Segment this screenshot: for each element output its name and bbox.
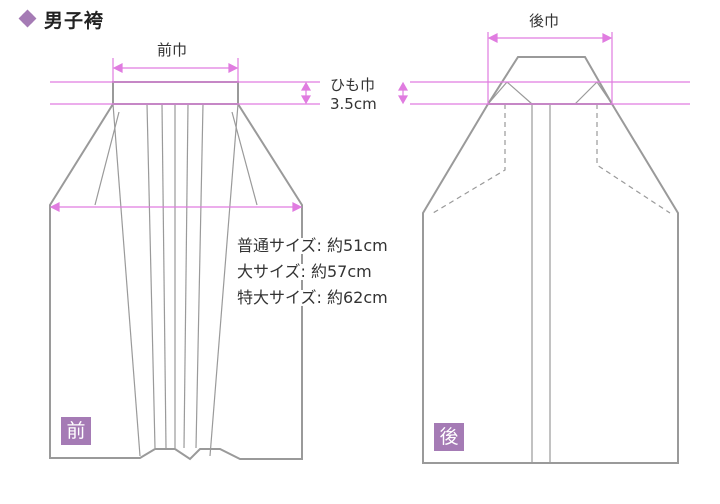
page-title: 男子袴 — [44, 9, 105, 32]
size-normal: 普通サイズ: 約51cm — [237, 236, 388, 255]
front-waistband — [112, 81, 239, 105]
size-extra-large: 特大サイズ: 約62cm — [237, 288, 388, 307]
back-inner-lines — [487, 81, 613, 463]
back-dashed-lines — [432, 104, 671, 214]
back-koshi-ita — [486, 56, 614, 105]
dimension-lines — [49, 32, 690, 212]
diamond-bullet-icon — [18, 9, 37, 28]
himo-width-label: ひも巾 — [330, 76, 376, 94]
back-hakama — [422, 56, 679, 464]
himo-width-value: 3.5cm — [330, 95, 377, 113]
back-badge: 後 — [434, 423, 464, 451]
front-hakama-body — [49, 103, 303, 461]
front-hakama — [49, 81, 303, 461]
page-heading: 男子袴 — [18, 6, 105, 32]
size-large: 大サイズ: 約57cm — [237, 262, 372, 281]
front-badge: 前 — [61, 417, 91, 445]
back-width-label: 後巾 — [529, 12, 560, 30]
front-width-label: 前巾 — [157, 41, 188, 59]
front-pleats — [94, 103, 258, 457]
